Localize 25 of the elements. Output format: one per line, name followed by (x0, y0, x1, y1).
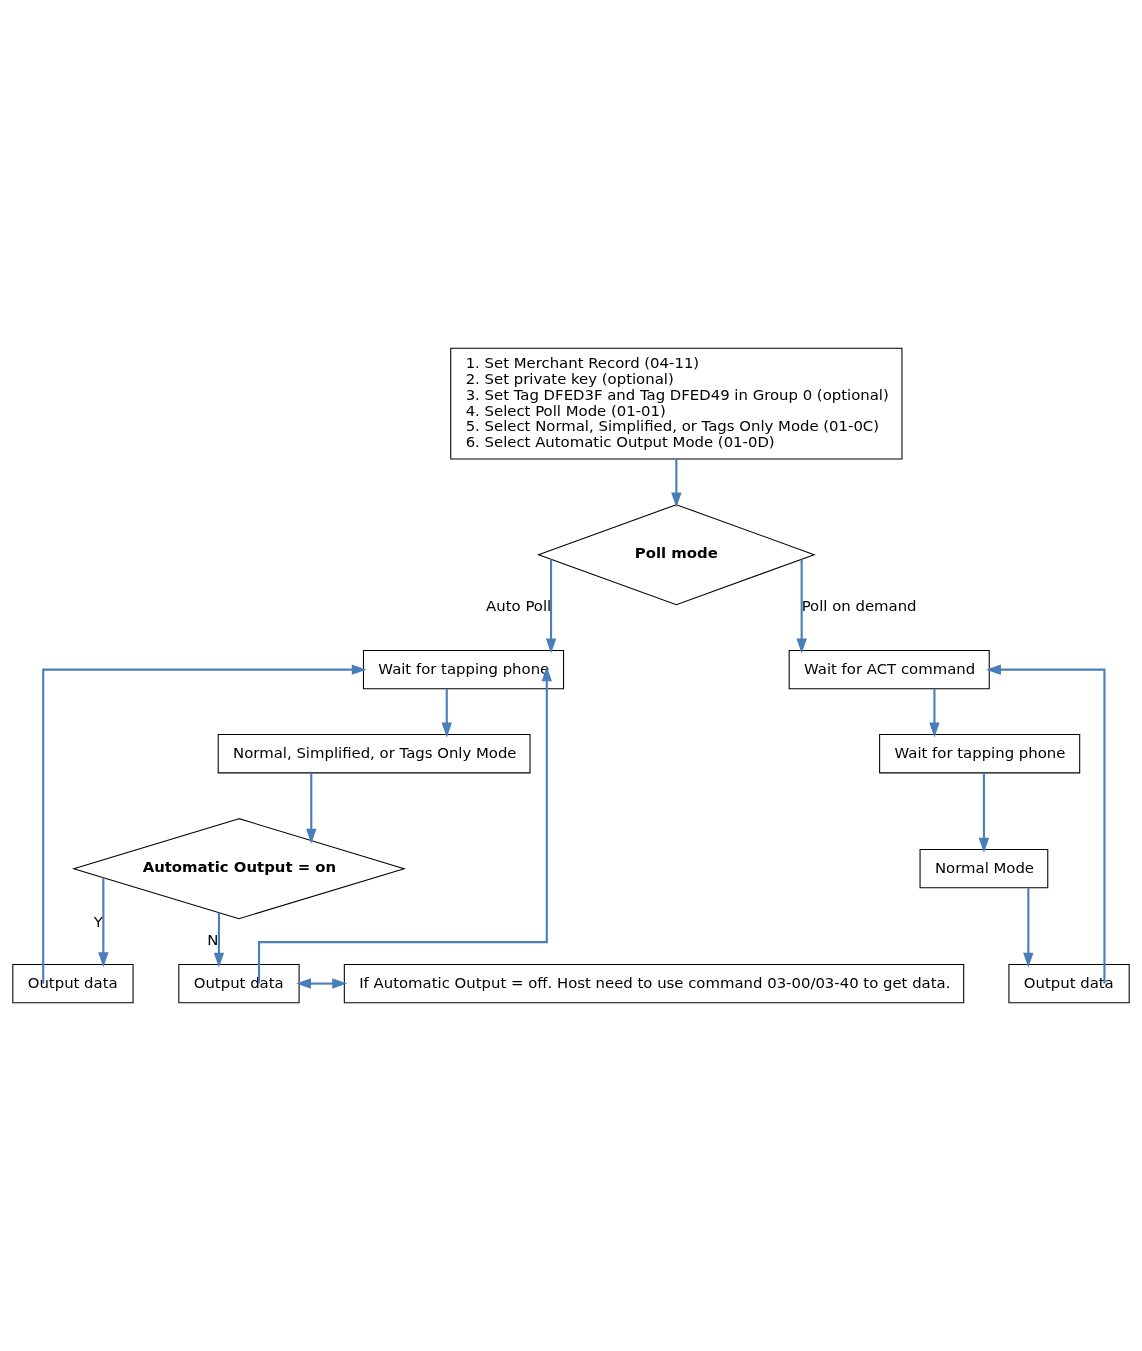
node-box: Output data (178, 963, 300, 1004)
arrow (986, 664, 1106, 984)
arrow (545, 559, 557, 654)
node-box: Output data (1008, 963, 1130, 1004)
arrow (1023, 888, 1034, 968)
node-box: Output data (12, 963, 134, 1004)
arrow (441, 689, 452, 738)
arrow (671, 459, 682, 508)
edge-label: N (207, 931, 219, 950)
arrow (796, 559, 807, 654)
node-box: Wait for tapping phone (362, 649, 565, 690)
arrow (978, 773, 990, 853)
arrow (213, 912, 225, 968)
node-box: Normal, Simplified, or Tags Only Mode (217, 734, 531, 774)
arrow (42, 664, 367, 984)
node-box: Wait for tapping phone (879, 734, 1081, 774)
node-box: Wait for ACT command (788, 649, 990, 690)
arrow (306, 773, 317, 844)
arrow (257, 666, 552, 984)
arrow (98, 877, 109, 968)
arrow (929, 689, 940, 738)
arrow (296, 978, 348, 989)
node-box: 1. Set Merchant Record (04-11) 2. Set private key (optional) 3. Set Tag DFED3F and Tag DFED49 in Group 0 (optional) 4. Select Poll Mode (01-01) 5. Select Normal, Simplified, or Tags Only Mode (01-0C) 6. Select Automatic Output Mode (01-0D) (450, 347, 903, 460)
node-box: If Automatic Output = off. Host need to use command 03-00/03-40 to get data. (343, 963, 965, 1004)
node-box: Normal Mode (919, 848, 1049, 889)
